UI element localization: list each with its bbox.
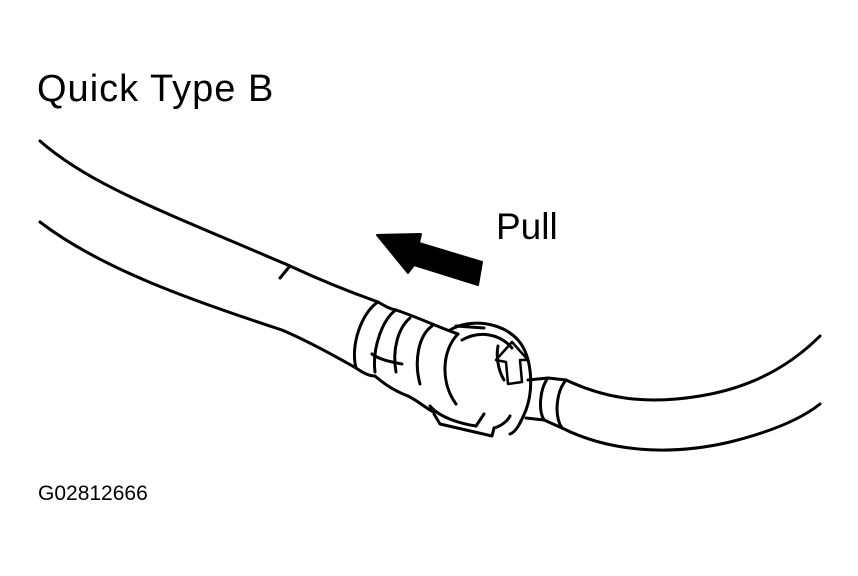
pull-label: Pull [496, 206, 558, 247]
arrow-left-icon [376, 233, 483, 286]
figure-id: G02812666 [38, 482, 148, 505]
clip-arrow-mark [494, 340, 530, 386]
right-tube [524, 334, 822, 452]
left-hose [38, 139, 380, 370]
diagram-title: Quick Type B [37, 68, 275, 110]
connector-body [354, 300, 460, 414]
